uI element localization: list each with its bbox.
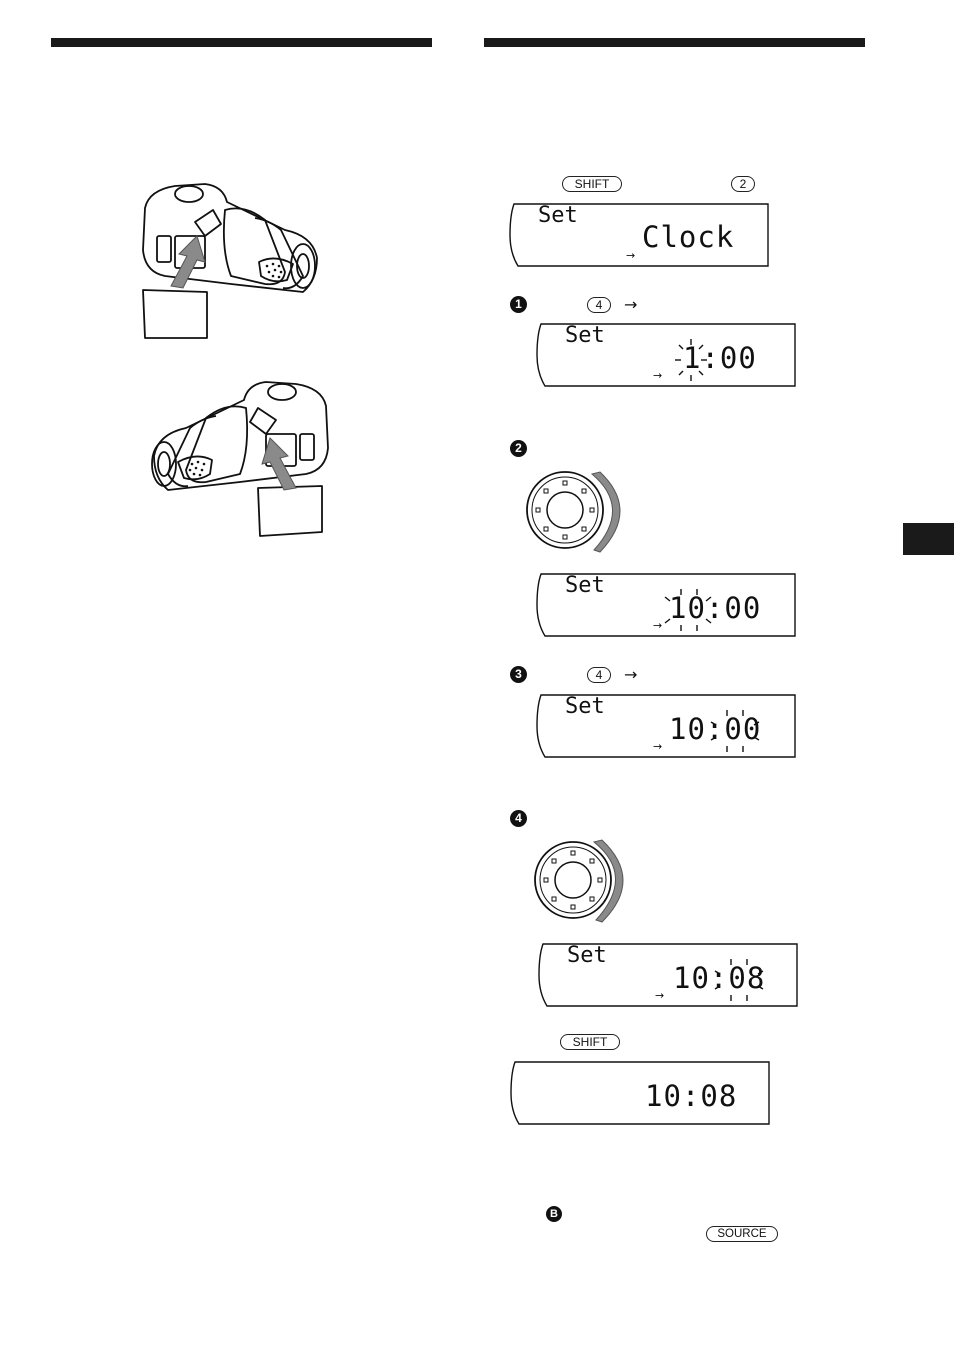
lcd-display-hour-set: Set 10:00 → xyxy=(535,573,797,637)
lcd-top-text: Set xyxy=(538,203,578,228)
right-arrow-icon: → xyxy=(624,665,638,684)
lcd-main-text: 10:08 xyxy=(645,1079,738,1113)
rotary-dial-icon xyxy=(520,468,635,558)
preset-4-button[interactable]: 4 xyxy=(587,667,611,683)
shift-button[interactable]: SHIFT xyxy=(562,176,622,192)
lcd-display-minute-flashing: Set 10:00 → xyxy=(535,694,797,758)
left-column-header-rule xyxy=(51,38,432,47)
section-thumb-tab xyxy=(903,523,954,555)
lcd-main-text: 10:00 xyxy=(669,591,762,625)
rotary-commander-illustration-top xyxy=(135,180,335,345)
lcd-top-text: Set xyxy=(567,943,607,968)
lcd-main-text: 10:08 xyxy=(673,961,766,995)
rotary-commander-illustration-bottom xyxy=(140,378,340,543)
lcd-top-text: Set xyxy=(565,573,605,598)
right-arrow-icon: → xyxy=(653,619,663,632)
step-4-badge: 4 xyxy=(510,810,527,827)
step-3-badge: 3 xyxy=(510,666,527,683)
figure-b-badge: B xyxy=(546,1206,562,1222)
lcd-display-hour-flashing: Set 1:00 → xyxy=(535,323,797,387)
right-arrow-icon: → xyxy=(653,740,663,753)
lcd-top-text: Set xyxy=(565,694,605,719)
lcd-top-text: Set xyxy=(565,323,605,348)
step-2-badge: 2 xyxy=(510,440,527,457)
lcd-main-text: 10:00 xyxy=(669,712,762,746)
rotary-dial-icon xyxy=(528,836,643,926)
source-button[interactable]: SOURCE xyxy=(706,1226,778,1242)
lcd-display-set-clock: Set Clock → xyxy=(508,203,770,267)
right-arrow-icon: → xyxy=(624,295,638,314)
right-arrow-icon: → xyxy=(655,989,665,1002)
lcd-display-minute-set: Set 10:08 → xyxy=(537,943,799,1007)
lcd-main-text: 1:00 xyxy=(683,341,757,375)
right-arrow-icon: → xyxy=(626,249,636,262)
right-arrow-icon: → xyxy=(653,369,663,382)
shift-button[interactable]: SHIFT xyxy=(560,1034,620,1050)
lcd-main-text: Clock xyxy=(642,220,735,254)
lcd-display-clock-result: 10:08 xyxy=(509,1061,771,1125)
right-column-header-rule xyxy=(484,38,865,47)
step-1-badge: 1 xyxy=(510,296,527,313)
preset-2-button[interactable]: 2 xyxy=(731,176,755,192)
preset-4-button[interactable]: 4 xyxy=(587,297,611,313)
